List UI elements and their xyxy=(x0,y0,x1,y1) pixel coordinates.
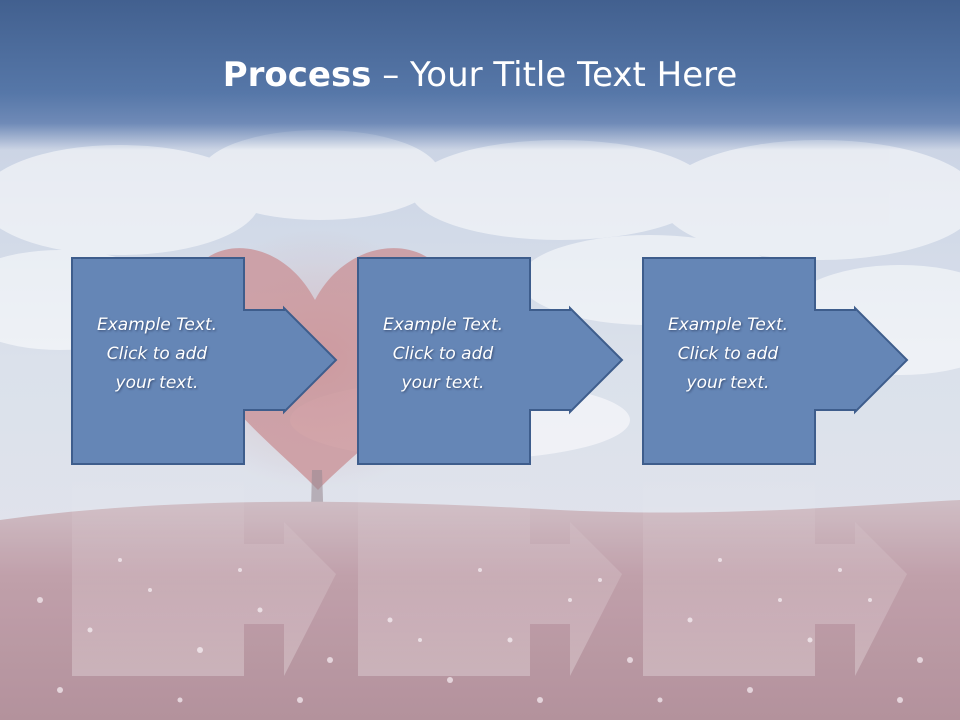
step-3-line-3: your text. xyxy=(686,373,770,393)
process-step-text-3[interactable]: Example Text. Click to add your text. xyxy=(643,311,813,398)
title-bold: Process xyxy=(222,55,372,95)
step-1-line-1: Example Text. xyxy=(96,315,218,335)
step-2-line-2: Click to add xyxy=(392,344,494,364)
step-2-line-1: Example Text. xyxy=(382,315,504,335)
step-3-line-1: Example Text. xyxy=(667,315,789,335)
process-step-text-1[interactable]: Example Text. Click to add your text. xyxy=(72,311,242,398)
step-3-line-2: Click to add xyxy=(677,344,779,364)
process-step-text-2[interactable]: Example Text. Click to add your text. xyxy=(358,311,528,398)
process-step-shape-2[interactable] xyxy=(356,256,628,676)
step-2-line-3: your text. xyxy=(401,373,485,393)
slide-title[interactable]: Process – Your Title Text Here xyxy=(0,52,960,98)
title-band xyxy=(0,0,960,150)
process-step-shape-1[interactable] xyxy=(70,256,342,676)
step-1-line-3: your text. xyxy=(115,373,199,393)
process-step-shape-3[interactable] xyxy=(641,256,913,676)
step-1-line-2: Click to add xyxy=(106,344,208,364)
title-rest: – Your Title Text Here xyxy=(371,55,738,95)
